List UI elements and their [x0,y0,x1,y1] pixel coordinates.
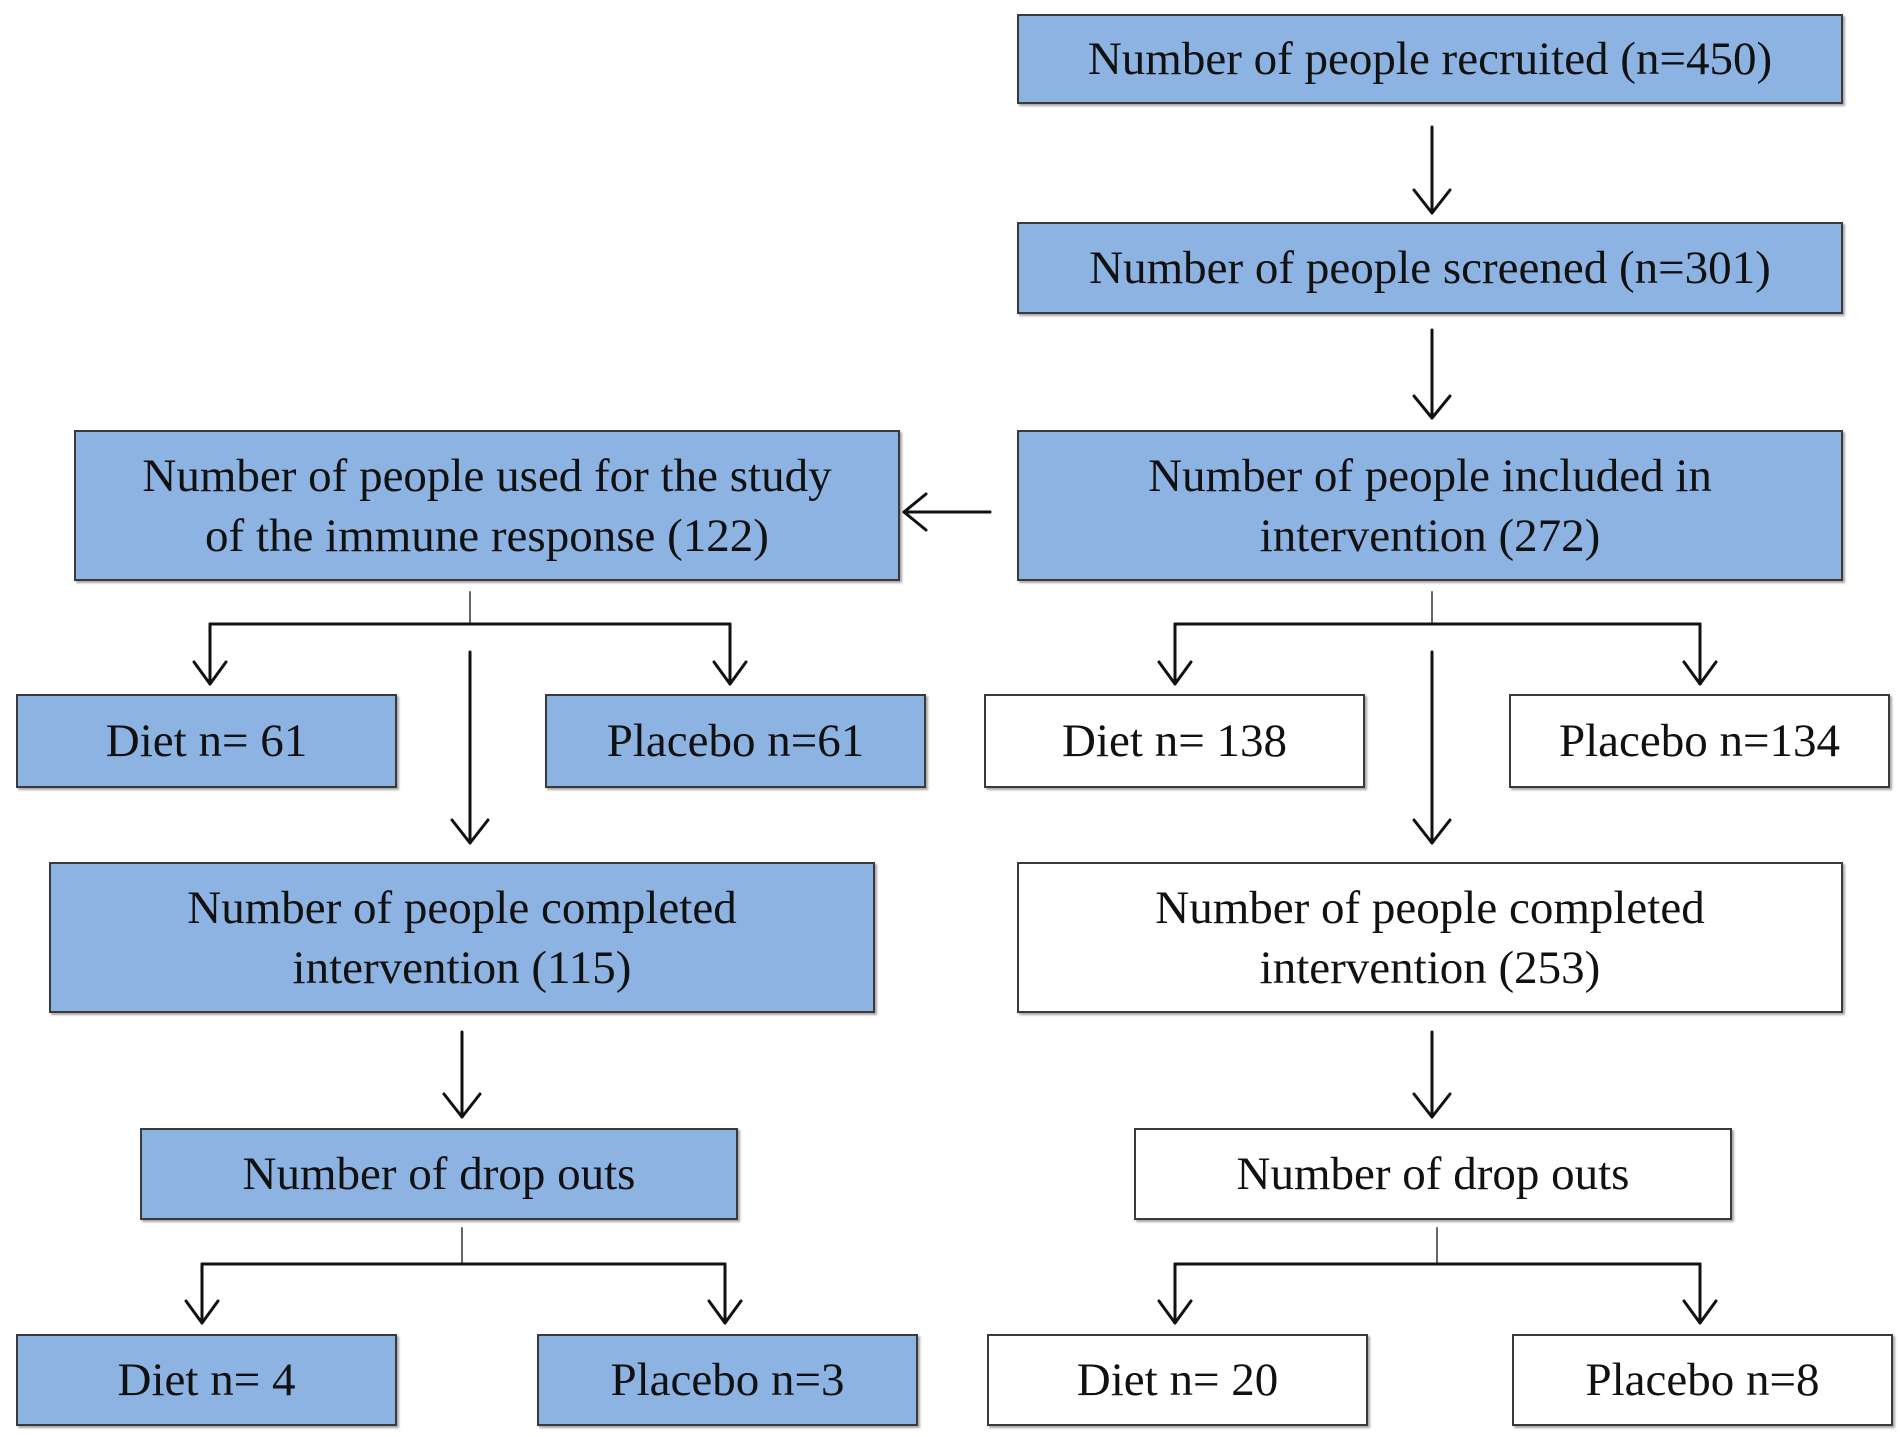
node-right-completed: Number of people completed intervention … [1017,862,1843,1013]
node-right-drop-placebo: Placebo n=8 [1512,1334,1893,1426]
node-left-drop-placebo: Placebo n=3 [537,1334,918,1426]
node-left-drop-diet: Diet n= 4 [16,1334,397,1426]
node-left-placebo: Placebo n=61 [545,694,926,788]
edge-recruited-to-screened [1412,125,1452,215]
edge-included-split [1157,591,1718,686]
edge-right-dropouts-split [1157,1227,1718,1325]
node-immune-study: Number of people used for the study of t… [74,430,900,581]
edge-left-dropouts-split [184,1227,743,1325]
edge-screened-to-included [1412,328,1452,420]
node-left-completed: Number of people completed intervention … [49,862,875,1013]
node-right-dropouts: Number of drop outs [1134,1128,1732,1220]
edge-left-completed-to-dropouts [442,1030,482,1119]
node-included: Number of people included in interventio… [1017,430,1843,581]
node-right-drop-diet: Diet n= 20 [987,1334,1368,1426]
edge-immune-study-split [192,591,748,686]
edge-included-to-immune-study [902,492,992,532]
node-recruited: Number of people recruited (n=450) [1017,14,1843,104]
edge-included-to-right-completed [1412,650,1452,845]
edge-immune-study-to-left-completed [450,650,490,845]
node-right-diet: Diet n= 138 [984,694,1365,788]
node-left-dropouts: Number of drop outs [140,1128,738,1220]
node-right-placebo: Placebo n=134 [1509,694,1890,788]
edge-right-completed-to-dropouts [1412,1030,1452,1119]
node-screened: Number of people screened (n=301) [1017,222,1843,314]
node-left-diet: Diet n= 61 [16,694,397,788]
